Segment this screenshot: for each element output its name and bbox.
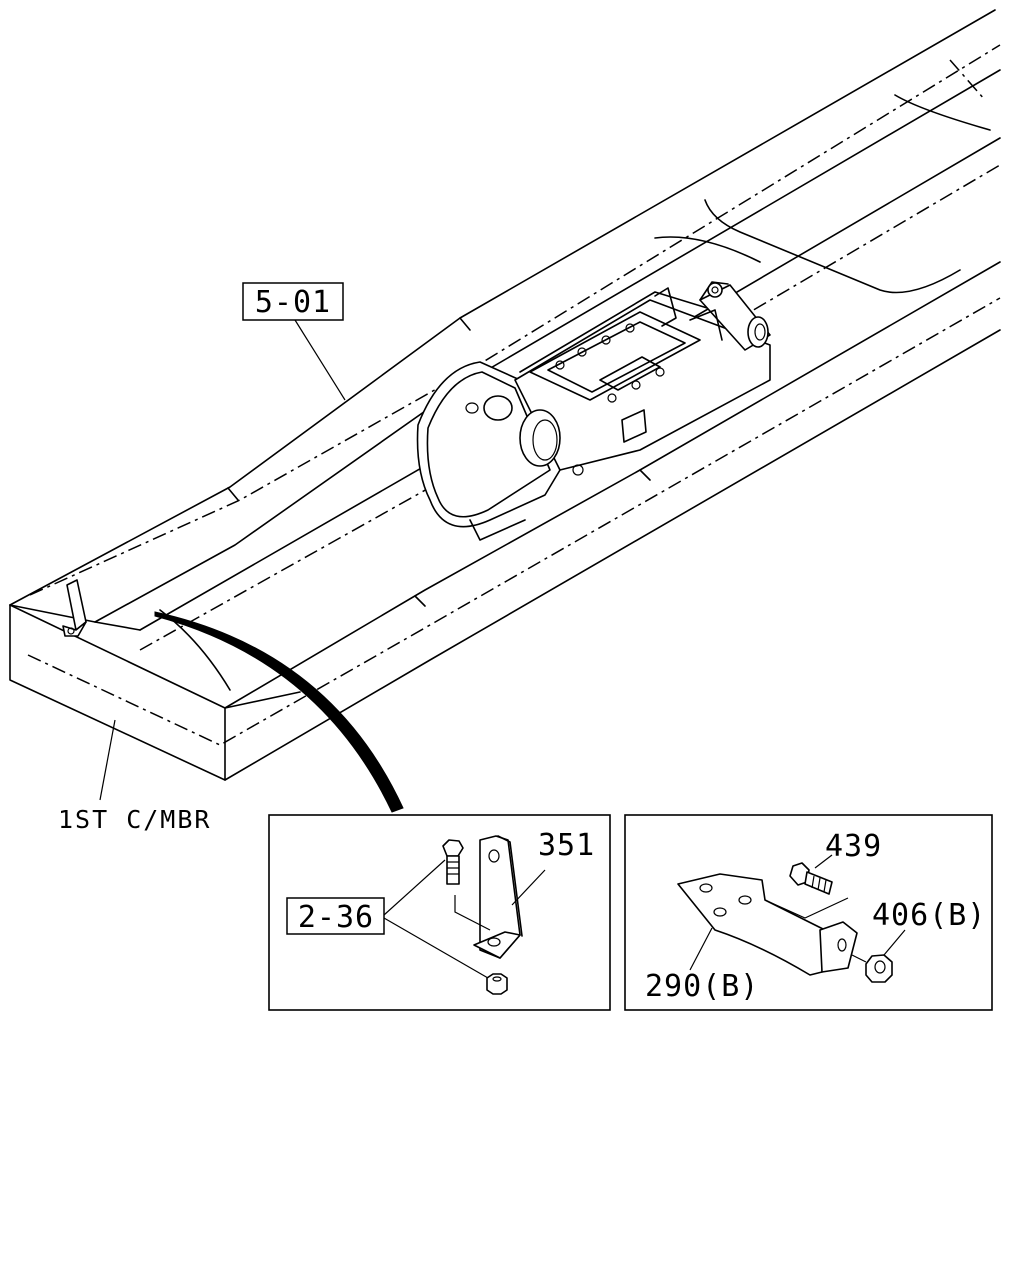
bracket-icon <box>62 579 87 637</box>
detail-panel-left: 2-36 351 <box>268 814 611 1011</box>
nut-icon <box>851 954 893 983</box>
bolt-icon <box>789 862 833 895</box>
callout-290b-label: 290(B) <box>645 969 759 1004</box>
detail-panel-right: 439 406(B) 290(B) <box>624 814 993 1011</box>
transmission-icon <box>416 281 771 541</box>
callout-5-01-label: 5-01 <box>255 285 331 320</box>
bracket-icon <box>677 873 858 976</box>
detail-arrow <box>154 611 404 813</box>
callout-439-label: 439 <box>825 829 882 864</box>
callout-5-01: 5-01 <box>242 282 344 321</box>
callout-2-36-label: 2-36 <box>298 900 374 935</box>
bolt-icon <box>442 839 464 885</box>
bracket-icon <box>473 835 523 959</box>
chassis-frame <box>9 9 1001 801</box>
crossmember-label: 1ST C/MBR <box>58 805 211 834</box>
callout-351-label: 351 <box>538 828 595 863</box>
callout-406b-label: 406(B) <box>872 898 986 933</box>
nut-icon <box>486 973 508 995</box>
